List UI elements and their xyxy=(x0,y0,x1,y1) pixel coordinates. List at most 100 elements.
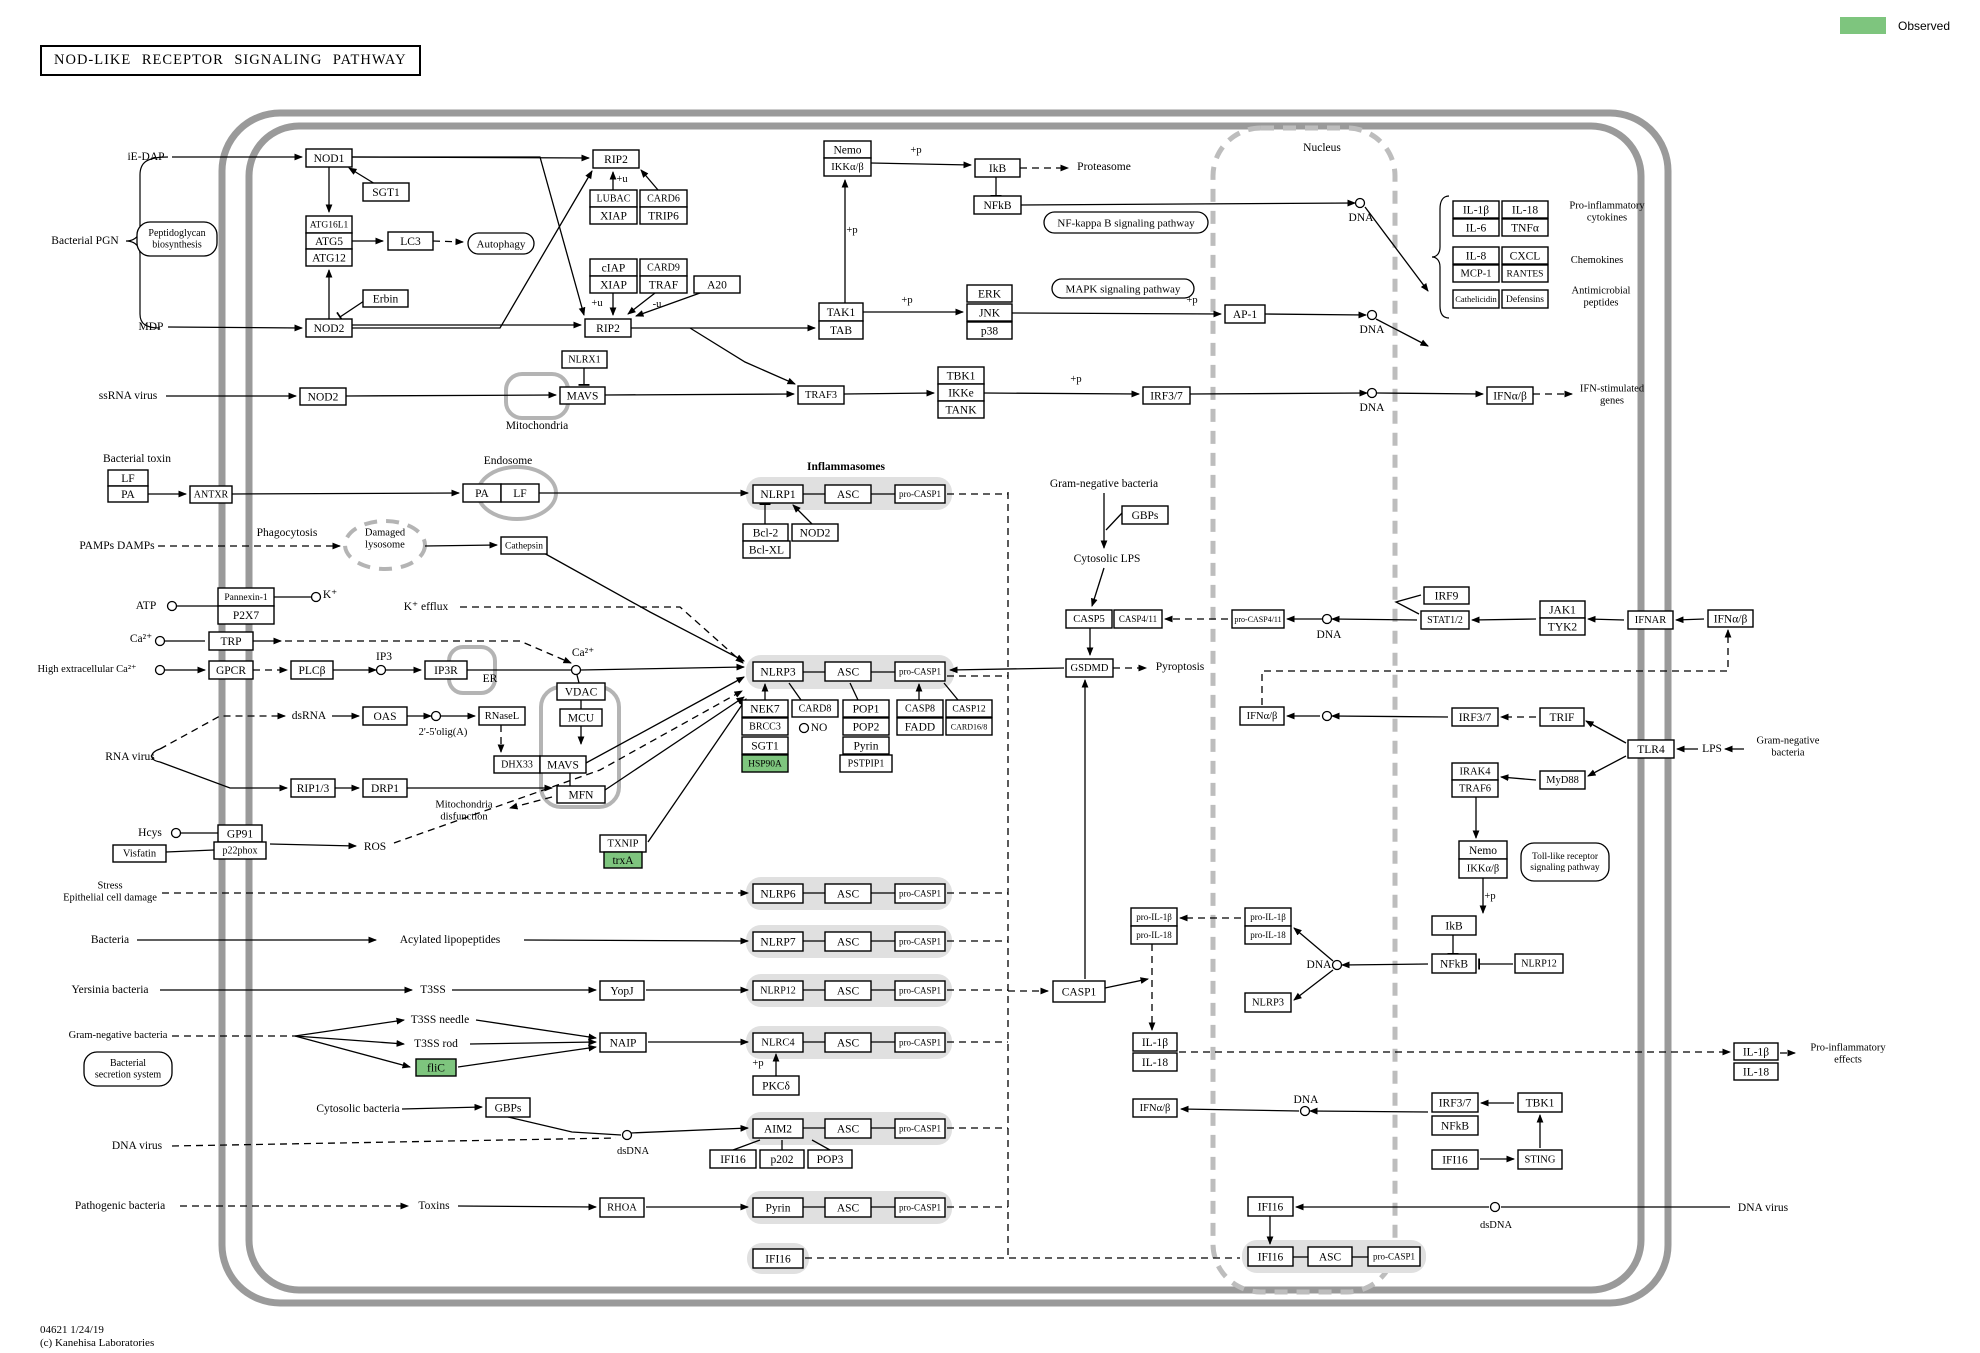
node-nod2-1[interactable]: NOD2 xyxy=(305,318,353,338)
node-nlrp3-2[interactable]: NLRP3 xyxy=(1244,992,1292,1013)
node-dhx33[interactable]: DHX33 xyxy=(493,755,541,774)
node-procasp1-2[interactable]: pro-CASP1 xyxy=(894,661,946,682)
node-vdac[interactable]: VDAC xyxy=(556,682,606,701)
node-p38[interactable]: p38 xyxy=(966,321,1013,340)
node-asc-3[interactable]: ASC xyxy=(824,883,872,904)
node-pop1[interactable]: POP1 xyxy=(842,699,890,718)
node-stat12[interactable]: STAT1/2 xyxy=(1420,610,1470,630)
node-il6[interactable]: IL-6 xyxy=(1452,218,1500,237)
node-rhoa[interactable]: RHOA xyxy=(599,1197,645,1218)
node-procasp1-5[interactable]: pro-CASP1 xyxy=(894,980,946,1001)
node-pop2[interactable]: POP2 xyxy=(842,717,890,736)
node-proil18-2[interactable]: pro-IL-18 xyxy=(1244,925,1292,945)
node-nod2-2[interactable]: NOD2 xyxy=(299,387,347,406)
node-ikb-2[interactable]: IkB xyxy=(1431,915,1477,936)
node-tlr4[interactable]: TLR4 xyxy=(1627,739,1675,759)
node-tbk1-2[interactable]: TBK1 xyxy=(1517,1092,1563,1113)
node-card6[interactable]: CARD6 xyxy=(639,189,688,208)
node-irak4[interactable]: IRAK4 xyxy=(1451,762,1499,781)
node-lc3[interactable]: LC3 xyxy=(387,231,434,251)
node-plcb[interactable]: PLCβ xyxy=(290,660,334,680)
node-procasp1-1[interactable]: pro-CASP1 xyxy=(894,484,946,504)
node-txnip[interactable]: TXNIP xyxy=(599,834,647,853)
map-link-map-nfkb[interactable]: NF-kappa B signaling pathway xyxy=(1043,211,1209,234)
node-atg5[interactable]: ATG5 xyxy=(305,232,353,250)
node-pyrin-1[interactable]: Pyrin xyxy=(752,1197,804,1218)
node-pyrin-sub[interactable]: Pyrin xyxy=(842,736,890,755)
node-ifnab-2[interactable]: IFNα/β xyxy=(1707,609,1754,628)
node-pkcd[interactable]: PKCδ xyxy=(752,1075,800,1096)
node-nfkb-1[interactable]: NFkB xyxy=(973,195,1022,215)
node-ap1[interactable]: AP-1 xyxy=(1224,304,1266,324)
node-ikkab-1[interactable]: IKKα/β xyxy=(823,157,872,177)
node-lf-1[interactable]: LF xyxy=(107,469,149,487)
node-proil1b-1[interactable]: pro-IL-1β xyxy=(1130,907,1178,927)
node-ifi16-cyto[interactable]: IFI16 xyxy=(752,1248,804,1269)
node-procasp1-4[interactable]: pro-CASP1 xyxy=(894,931,946,952)
node-ip3r[interactable]: IP3R xyxy=(424,660,468,680)
node-nod2-3[interactable]: NOD2 xyxy=(791,523,839,542)
node-xiap-1[interactable]: XIAP xyxy=(589,206,638,225)
node-atg12[interactable]: ATG12 xyxy=(305,248,353,267)
node-nfkb-3[interactable]: NFkB xyxy=(1431,1115,1479,1136)
node-nlrp7[interactable]: NLRP7 xyxy=(752,931,804,952)
node-ciap[interactable]: cIAP xyxy=(589,258,638,277)
node-yopj[interactable]: YopJ xyxy=(599,980,645,1001)
node-nlrp3-1[interactable]: NLRP3 xyxy=(752,661,804,682)
node-pop3[interactable]: POP3 xyxy=(807,1149,853,1169)
node-nlrp1[interactable]: NLRP1 xyxy=(752,484,804,504)
node-procasp1-7[interactable]: pro-CASP1 xyxy=(894,1118,946,1139)
node-asc-2[interactable]: ASC xyxy=(824,661,872,682)
node-pa-1[interactable]: PA xyxy=(107,485,149,503)
node-naip[interactable]: NAIP xyxy=(599,1032,647,1053)
node-mavs-1[interactable]: MAVS xyxy=(559,386,606,405)
map-link-map-mapk[interactable]: MAPK signaling pathway xyxy=(1051,278,1195,299)
node-traf3[interactable]: TRAF3 xyxy=(797,385,845,405)
node-p2x7[interactable]: P2X7 xyxy=(217,605,275,625)
node-tbk1-1[interactable]: TBK1 xyxy=(937,366,985,385)
node-atg16l1[interactable]: ATG16L1 xyxy=(305,215,353,234)
node-tank[interactable]: TANK xyxy=(937,400,985,419)
node-traf[interactable]: TRAF xyxy=(639,275,688,294)
node-fadd[interactable]: FADD xyxy=(896,717,944,736)
node-nlrc4[interactable]: NLRC4 xyxy=(752,1032,804,1053)
node-ifi16-sub[interactable]: IFI16 xyxy=(709,1149,757,1169)
node-nlrx1[interactable]: NLRX1 xyxy=(561,350,608,369)
node-il18-mid[interactable]: IL-18 xyxy=(1132,1052,1178,1072)
node-nemo-1[interactable]: Nemo xyxy=(823,140,872,159)
node-ifnab-3[interactable]: IFNα/β xyxy=(1239,706,1285,726)
node-sgt1-1[interactable]: SGT1 xyxy=(362,182,410,202)
node-card8[interactable]: CARD8 xyxy=(791,699,839,718)
node-drp1[interactable]: DRP1 xyxy=(362,778,408,798)
node-rip13[interactable]: RIP1/3 xyxy=(290,778,336,798)
node-irf37-2[interactable]: IRF3/7 xyxy=(1451,707,1499,727)
node-procasp411[interactable]: pro-CASP4/11 xyxy=(1231,609,1285,629)
node-erbin[interactable]: Erbin xyxy=(362,289,409,308)
node-sgt1-2[interactable]: SGT1 xyxy=(741,736,789,755)
node-nlrp12-1[interactable]: NLRP12 xyxy=(752,980,804,1001)
node-nod1[interactable]: NOD1 xyxy=(305,148,353,168)
node-asc-4[interactable]: ASC xyxy=(824,931,872,952)
node-tyk2[interactable]: TYK2 xyxy=(1539,617,1586,636)
node-il18-cyt[interactable]: IL-18 xyxy=(1501,200,1549,219)
node-gsdmd[interactable]: GSDMD xyxy=(1065,658,1114,678)
map-link-map-autophagy[interactable]: Autophagy xyxy=(467,232,535,255)
node-asc-8[interactable]: ASC xyxy=(824,1197,872,1218)
node-il1b-mid[interactable]: IL-1β xyxy=(1132,1032,1178,1052)
node-asc-9[interactable]: ASC xyxy=(1307,1246,1353,1267)
node-casp1[interactable]: CASP1 xyxy=(1052,980,1106,1003)
node-tab[interactable]: TAB xyxy=(818,320,864,340)
node-ikkab-2[interactable]: IKKα/β xyxy=(1458,858,1508,879)
node-ifi16-nuc1[interactable]: IFI16 xyxy=(1247,1196,1294,1217)
node-ikb-1[interactable]: IkB xyxy=(974,158,1021,178)
node-casp5[interactable]: CASP5 xyxy=(1065,609,1113,629)
node-mavs-2[interactable]: MAVS xyxy=(539,755,587,774)
node-tnfa[interactable]: TNFα xyxy=(1501,218,1549,237)
node-tak1[interactable]: TAK1 xyxy=(818,302,864,322)
node-bclxl[interactable]: Bcl-XL xyxy=(742,540,791,559)
node-proil18-1[interactable]: pro-IL-18 xyxy=(1130,925,1178,945)
node-myd88[interactable]: MyD88 xyxy=(1539,770,1586,790)
node-card9[interactable]: CARD9 xyxy=(639,258,688,277)
